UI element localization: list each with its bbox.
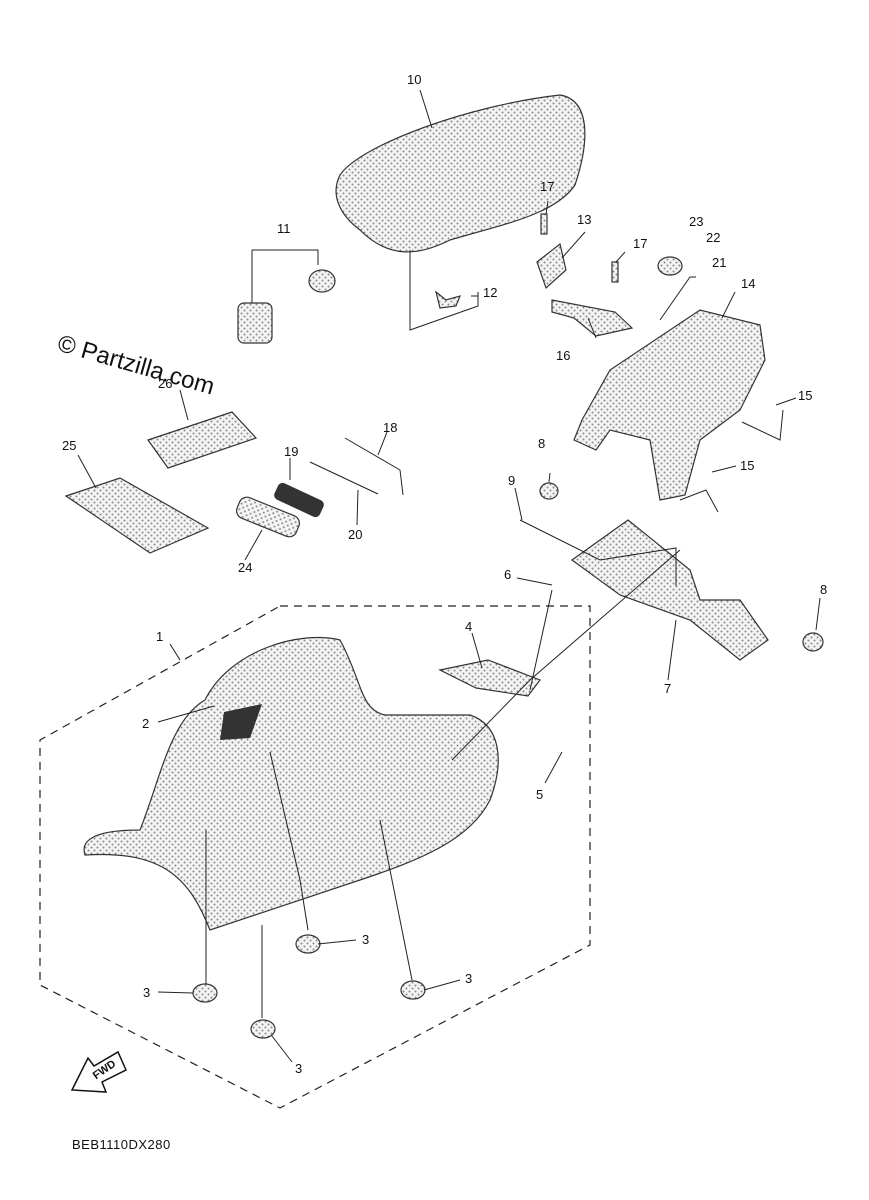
- rear-frame: [573, 309, 766, 501]
- callout-22[interactable]: 22: [706, 230, 721, 245]
- grommet-8b: [802, 632, 824, 652]
- bumper-3d: [250, 1019, 276, 1039]
- leader-lines: [77, 89, 821, 1063]
- rider-seat: [83, 636, 499, 931]
- cover-plate: [64, 477, 210, 554]
- grommet-8a: [539, 482, 559, 500]
- callout-1[interactable]: 1: [156, 629, 164, 644]
- callout-15a[interactable]: 15: [798, 388, 813, 403]
- callout-10[interactable]: 10: [407, 72, 422, 87]
- callout-23[interactable]: 23: [689, 214, 704, 229]
- cowl-bracket: [434, 290, 462, 309]
- damper-22: [657, 256, 683, 276]
- callout-19[interactable]: 19: [284, 444, 299, 459]
- bolt-17a: [540, 213, 548, 235]
- diagram-code: BEB1110DX280: [72, 1137, 171, 1152]
- bumper-3a: [295, 934, 321, 954]
- callout-24[interactable]: 24: [238, 560, 253, 575]
- seat-assembly-boundary: [39, 605, 591, 1109]
- seat-catch-bracket: [570, 519, 769, 661]
- wrench-18: [344, 437, 404, 496]
- seat-lock-body: [237, 302, 273, 344]
- callout-13[interactable]: 13: [577, 212, 592, 227]
- callout-7[interactable]: 7: [664, 681, 672, 696]
- tool-tray-plate: [147, 411, 258, 469]
- callout-6[interactable]: 6: [504, 567, 512, 582]
- callout-3b[interactable]: 3: [465, 971, 473, 986]
- callout-8a[interactable]: 8: [538, 436, 546, 451]
- callout-18[interactable]: 18: [383, 420, 398, 435]
- bracket-13: [536, 242, 567, 290]
- seat-lock-cap: [308, 269, 336, 293]
- callout-21[interactable]: 21: [712, 255, 727, 270]
- callout-5[interactable]: 5: [536, 787, 544, 802]
- callout-20[interactable]: 20: [348, 527, 363, 542]
- tool-grip: [274, 482, 324, 518]
- tool-bag: [236, 496, 300, 538]
- bumper-3c: [400, 980, 426, 1000]
- seat-emblem: [220, 704, 262, 740]
- callout-3d[interactable]: 3: [295, 1061, 303, 1076]
- bolt-17b: [611, 261, 619, 283]
- callout-26[interactable]: 26: [158, 376, 173, 391]
- callout-4[interactable]: 4: [465, 619, 473, 634]
- callout-8b[interactable]: 8: [820, 582, 828, 597]
- callout-17a[interactable]: 17: [540, 179, 555, 194]
- callout-2[interactable]: 2: [142, 716, 150, 731]
- callout-3a[interactable]: 3: [362, 932, 370, 947]
- fwd-arrow: [70, 1050, 127, 1093]
- callout-12[interactable]: 12: [483, 285, 498, 300]
- callout-11[interactable]: 11: [277, 221, 291, 236]
- bracket-16: [551, 299, 634, 337]
- callout-14[interactable]: 14: [741, 276, 756, 291]
- rear-seat-cowl: [335, 94, 586, 253]
- callout-15b[interactable]: 15: [740, 458, 755, 473]
- callout-16[interactable]: 16: [556, 348, 571, 363]
- callout-25[interactable]: 25: [62, 438, 77, 453]
- callout-3c[interactable]: 3: [143, 985, 151, 1000]
- rod-20: [309, 461, 379, 495]
- callout-9[interactable]: 9: [508, 473, 516, 488]
- bumper-3b: [192, 983, 218, 1003]
- seat-hook-plate: [438, 659, 541, 697]
- callout-17b[interactable]: 17: [633, 236, 648, 251]
